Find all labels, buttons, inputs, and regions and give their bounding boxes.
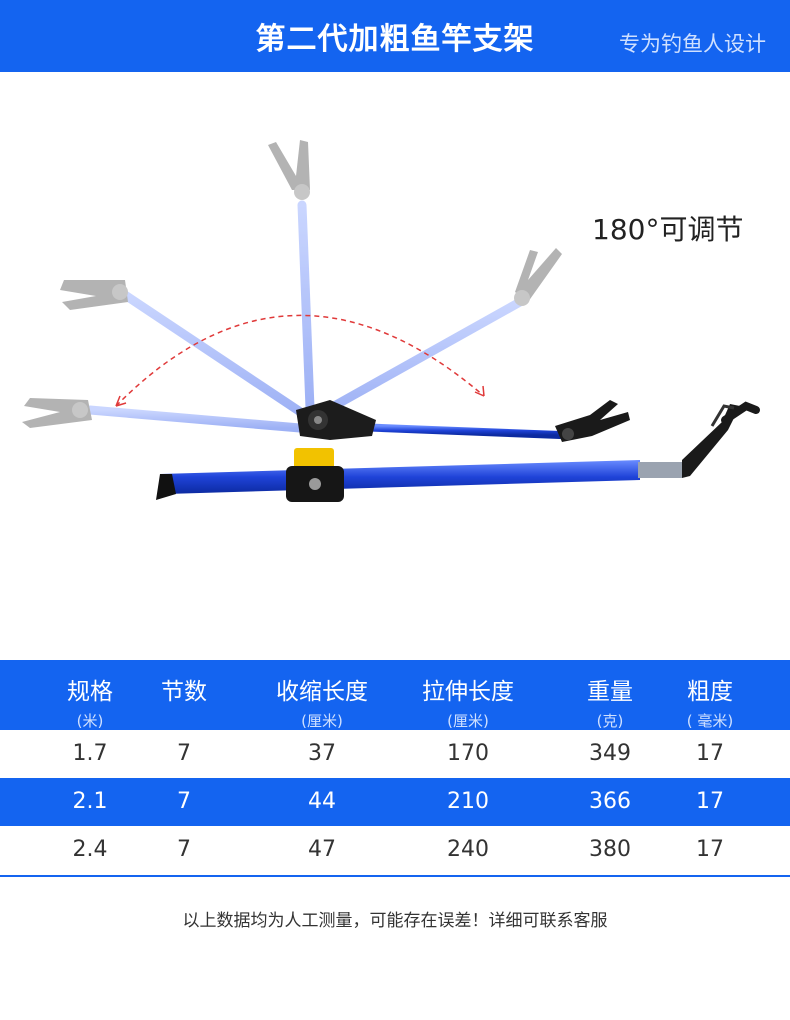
table-cell: 17 — [696, 837, 724, 862]
col-header-sections: 节数 — [161, 679, 207, 705]
ghost-arm-left-high — [60, 280, 310, 420]
page-title: 第二代加粗鱼竿支架 — [255, 22, 535, 57]
rotation-arc — [115, 314, 485, 407]
table-cell: 2.1 — [72, 789, 108, 814]
page-subtitle: 专为钓鱼人设计 — [619, 32, 766, 56]
table-bottom-divider — [0, 875, 790, 877]
rod-holder-product-illustration — [22, 140, 760, 502]
main-pole — [156, 401, 760, 500]
table-cell: 349 — [589, 741, 631, 766]
table-cell: 2.4 — [72, 837, 108, 862]
ghost-arm-right-high — [313, 248, 562, 420]
table-cell: 44 — [308, 789, 336, 814]
table-cell: 1.7 — [72, 741, 108, 766]
col-header-extended-length: 拉伸长度 (厘米) — [422, 679, 514, 730]
table-cell: 17 — [696, 741, 724, 766]
table-cell: 210 — [447, 789, 489, 814]
table-cell: 47 — [308, 837, 336, 862]
col-header-retracted-length: 收缩长度 (厘米) — [276, 679, 368, 730]
col-header-spec: 规格 (米) — [67, 679, 113, 730]
table-cell: 17 — [696, 789, 724, 814]
table-row: 1.7 7 37 170 349 17 — [0, 730, 790, 778]
col-header-weight: 重量 (克) — [587, 679, 633, 730]
spec-table: 规格 (米) 节数 收缩长度 (厘米) 拉伸长度 (厘米) 重量 (克) 粗度 … — [0, 660, 790, 874]
clamp-assembly — [286, 400, 376, 502]
measurement-disclaimer: 以上数据均为人工测量，可能存在误差！详细可联系客服 — [182, 911, 608, 931]
ghost-arm-vertical — [268, 140, 315, 413]
col-header-thickness: 粗度 ( 毫米) — [686, 679, 734, 730]
table-row-highlighted: 2.1 7 44 210 366 17 — [0, 778, 790, 826]
adjustable-angle-note: 180°可调节 — [592, 213, 744, 246]
ghost-arm-left-low — [22, 398, 305, 433]
table-cell: 240 — [447, 837, 489, 862]
table-cell: 366 — [589, 789, 631, 814]
spec-table-header: 规格 (米) 节数 收缩长度 (厘米) 拉伸长度 (厘米) 重量 (克) 粗度 … — [0, 660, 790, 730]
header-banner: 第二代加粗鱼竿支架 专为钓鱼人设计 — [0, 0, 790, 72]
table-cell: 170 — [447, 741, 489, 766]
table-cell: 7 — [177, 837, 191, 862]
table-cell: 7 — [177, 741, 191, 766]
table-cell: 7 — [177, 789, 191, 814]
table-cell: 37 — [308, 741, 336, 766]
table-row: 2.4 7 47 240 380 17 — [0, 826, 790, 874]
table-cell: 380 — [589, 837, 631, 862]
